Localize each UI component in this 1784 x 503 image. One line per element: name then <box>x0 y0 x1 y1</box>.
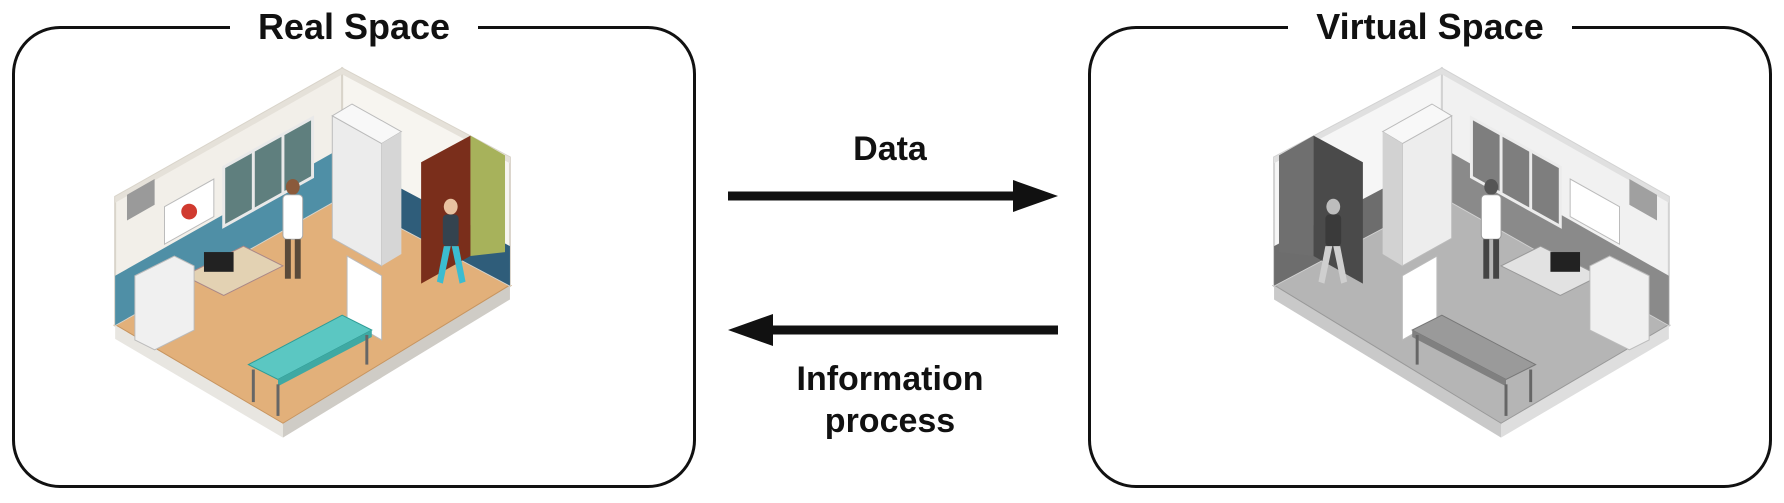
screen <box>346 255 383 341</box>
doctor-figure <box>282 179 304 279</box>
patient-figure <box>1318 198 1348 284</box>
vent <box>126 179 155 221</box>
patient-figure <box>436 198 466 284</box>
window <box>222 115 315 229</box>
storage-unit <box>134 255 195 351</box>
real-room-illustration <box>113 66 512 438</box>
storage-unit <box>1589 255 1650 351</box>
virtual-space-panel: Virtual Space <box>1088 5 1772 488</box>
real-space-title: Real Space <box>229 5 479 49</box>
information-process-label: Information process <box>796 360 984 440</box>
data-label: Data <box>853 130 927 168</box>
floor-edge-right <box>282 285 510 438</box>
virtual-room-illustration <box>1272 66 1671 438</box>
real-space-panel: Real Space <box>12 5 696 488</box>
examination-bed <box>247 314 373 416</box>
real-space-title-wrap: Real Space <box>15 5 693 49</box>
screen <box>1401 255 1438 341</box>
information-process-arrow <box>728 314 1058 346</box>
doctor-figure <box>1480 179 1502 279</box>
floor-edge-left <box>115 325 283 438</box>
examination-bed <box>1411 314 1537 416</box>
poster <box>1569 178 1620 246</box>
virtual-space-title-wrap: Virtual Space <box>1091 5 1769 49</box>
virtual-space-title: Virtual Space <box>1288 5 1572 49</box>
vent <box>1629 179 1658 221</box>
window <box>1469 115 1562 229</box>
data-arrow <box>728 180 1058 212</box>
